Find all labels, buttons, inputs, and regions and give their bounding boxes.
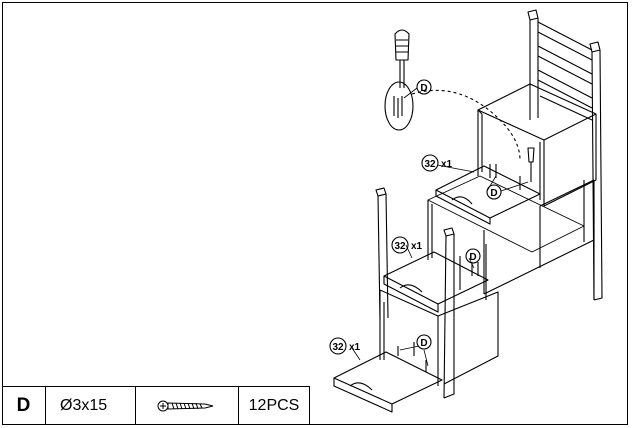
top-step-shelf [435,165,541,225]
screw-callout-letter: D [490,188,497,199]
screw-marks [397,262,479,372]
part-number: 32 [332,342,344,353]
part-callout-32-bottom: 32 x1 [329,337,361,355]
screw-callout-d-3: D [465,248,481,264]
part-qty: x1 [349,342,361,353]
part-number: 32 [424,159,436,170]
screwdriver-small [489,147,535,190]
middle-cube [427,175,595,295]
middle-step-shelf [383,244,489,313]
front-post-left [375,187,389,321]
part-letter: D [16,395,31,416]
front-post-middle [443,227,455,399]
screw-callout-letter: D [420,83,427,94]
screw-callout-letter: D [420,338,427,349]
part-quantity: 12PCS [238,387,309,425]
part-callout-32-middle: 32 x1 [391,236,423,254]
part-qty: x1 [411,241,423,252]
screw-icon [157,400,214,412]
screw-callout-d-1: D [416,79,432,95]
screw-cell [135,387,238,425]
top-cube [477,83,597,207]
screw-callout-letter: D [469,252,476,263]
bottom-step-shelf [333,351,443,413]
screwdriver-detail [384,29,521,161]
parts-table: D Ø3x15 12PCS [2,386,310,425]
rear-post [527,9,603,301]
screw-callout-d-2: D [486,184,502,200]
page-frame [2,2,628,425]
part-qty: x1 [441,159,453,170]
part-callout-32-top: 32 x1 [421,154,453,172]
part-size: Ø3x15 [45,387,135,425]
part-number: 32 [394,241,406,252]
bottom-cube [379,289,499,386]
screw-callout-d-4: D [416,334,432,350]
